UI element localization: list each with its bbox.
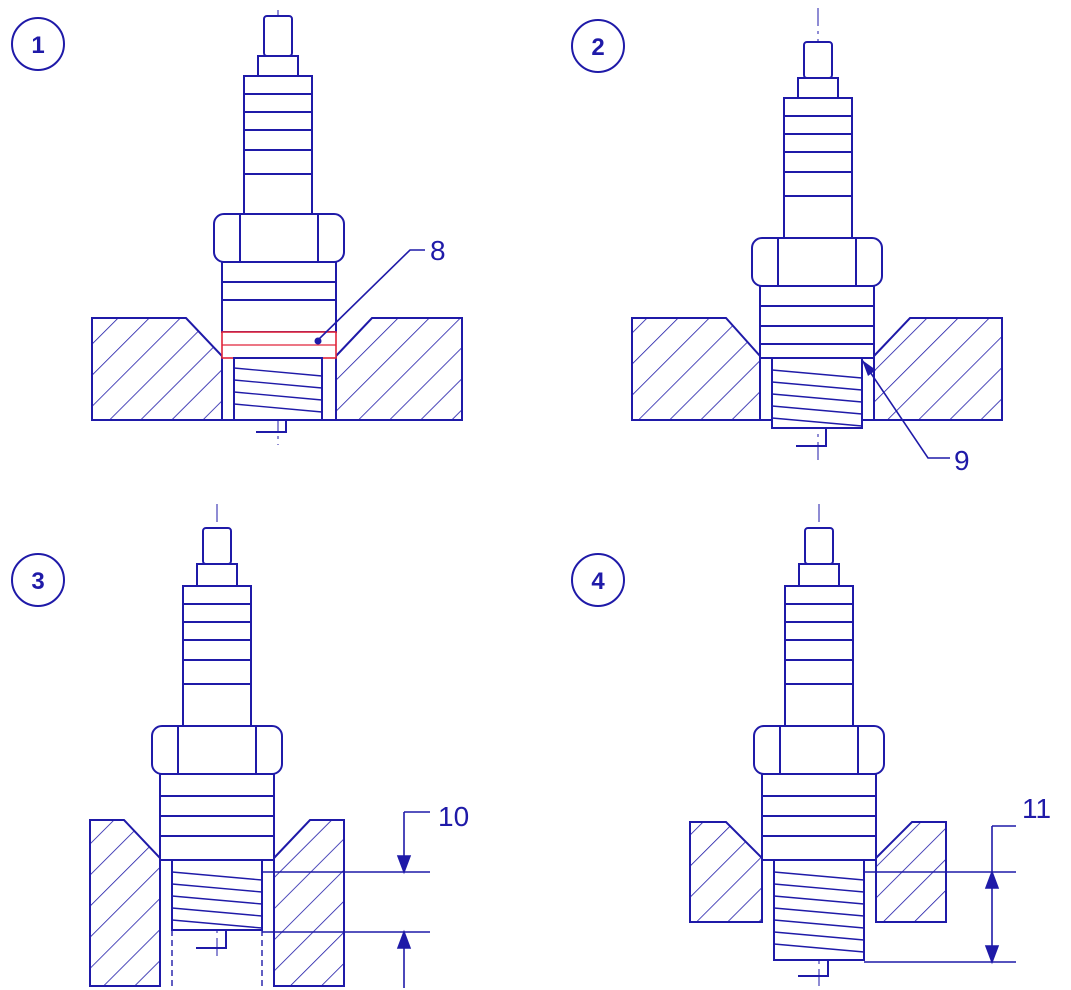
gasket-gap <box>771 357 863 429</box>
callout-11-label: 11 <box>1022 793 1051 824</box>
badge-2-label: 2 <box>591 34 604 61</box>
badge-2: 2 <box>571 19 625 73</box>
callout-10-label: 10 <box>438 801 469 832</box>
panel-1: 1 <box>11 10 463 445</box>
thread-reach-short <box>171 859 263 931</box>
badge-1: 1 <box>11 17 65 71</box>
spark-plug-3 <box>151 504 283 986</box>
panel-4: 4 1 <box>571 504 1051 986</box>
callout-8-label: 8 <box>430 235 446 266</box>
panel-2: 2 9 <box>571 8 1003 476</box>
spark-plug-1 <box>213 10 345 445</box>
spark-plug-4 <box>753 504 885 986</box>
badge-1-label: 1 <box>31 32 44 59</box>
badge-3: 3 <box>11 553 65 607</box>
badge-4-label: 4 <box>591 568 605 595</box>
panel-3: 3 <box>11 504 469 988</box>
badge-4: 4 <box>571 553 625 607</box>
cylinder-head-3 <box>89 819 345 987</box>
badge-3-label: 3 <box>31 568 44 595</box>
callout-9: 9 <box>861 359 970 476</box>
cylinder-head-1 <box>91 317 463 421</box>
callout-11: 11 <box>864 793 1051 965</box>
callout-9-label: 9 <box>954 445 970 476</box>
callout-8: 8 <box>314 235 446 345</box>
callout-10: 10 <box>262 801 469 988</box>
spark-plug-2 <box>751 8 883 462</box>
